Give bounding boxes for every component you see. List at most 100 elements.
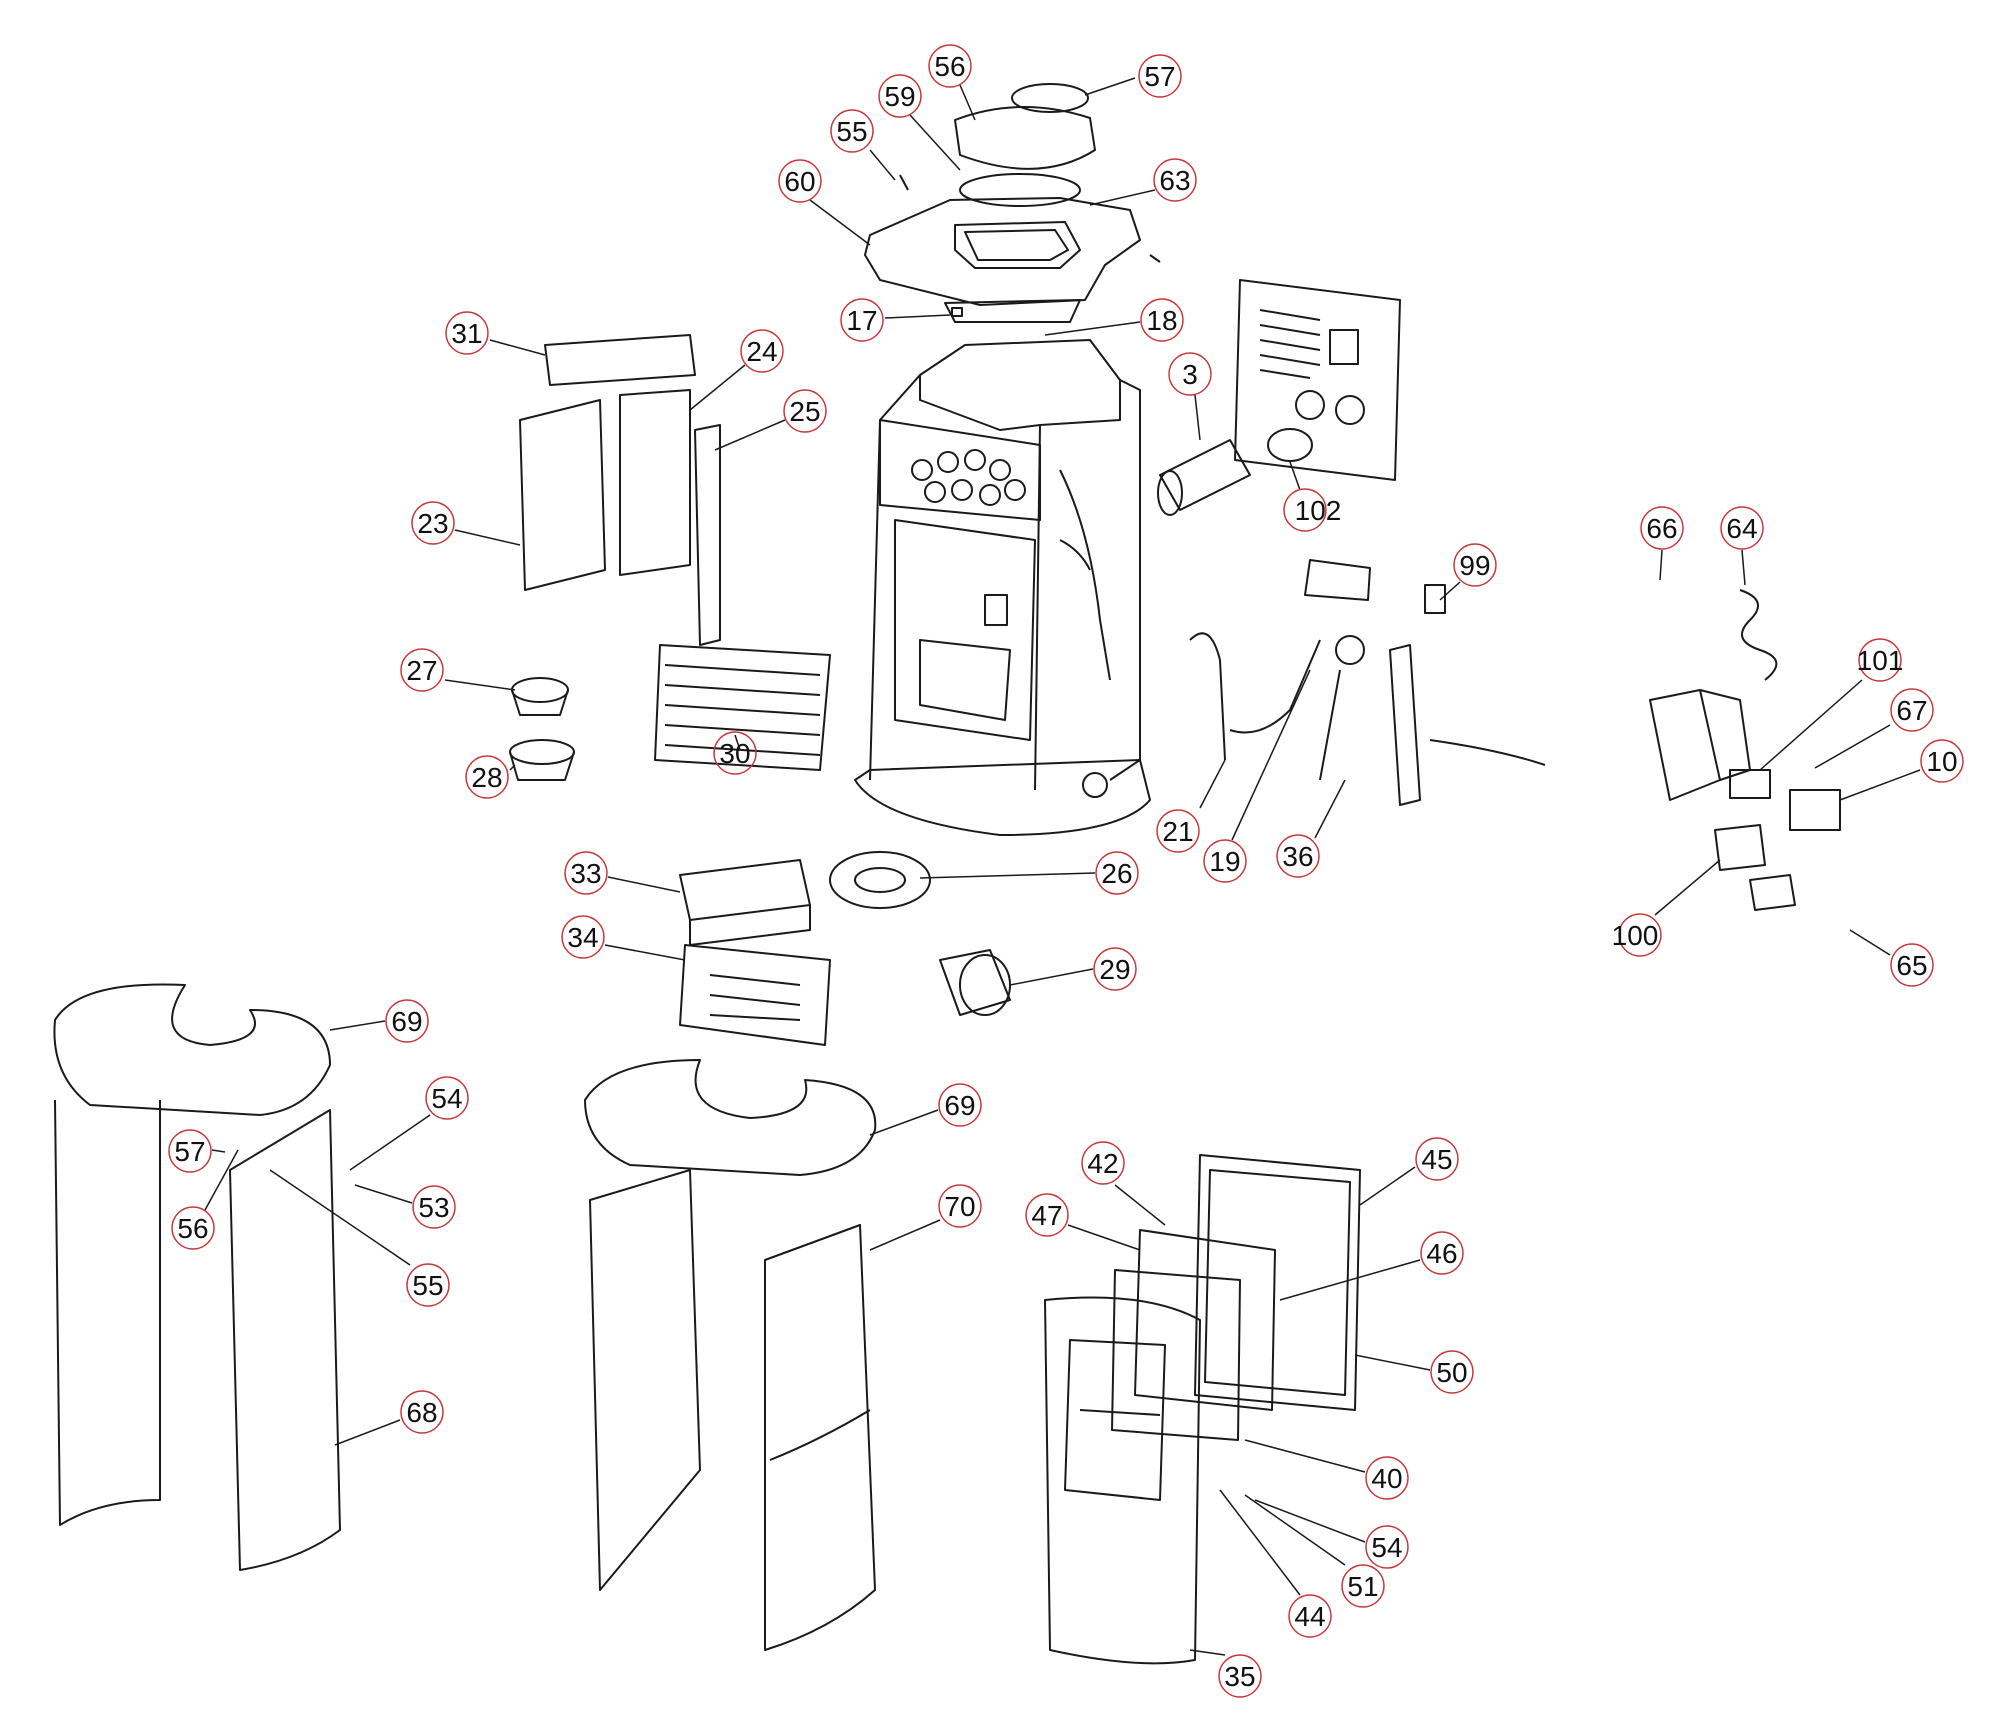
callout-3: 3 <box>1168 352 1212 441</box>
callout-19: 19 <box>1203 669 1311 883</box>
callout-26: 26 <box>919 851 1139 895</box>
callout-46: 46 <box>1279 1231 1464 1301</box>
svg-text:63: 63 <box>1159 165 1190 196</box>
callout-24: 24 <box>689 329 784 411</box>
callout-102: 102 <box>1283 461 1341 532</box>
top-cover-assembly <box>864 83 1161 323</box>
svg-text:19: 19 <box>1209 846 1240 877</box>
callout-44: 44 <box>1219 1489 1332 1638</box>
svg-text:29: 29 <box>1099 954 1130 985</box>
svg-text:55: 55 <box>412 1270 443 1301</box>
burn-pot <box>509 677 575 781</box>
callout-53: 53 <box>354 1184 456 1229</box>
svg-text:56: 56 <box>177 1213 208 1244</box>
svg-text:30: 30 <box>719 738 750 769</box>
callout-56: 56 <box>928 44 976 121</box>
callout-51: 51 <box>1244 1494 1385 1608</box>
svg-text:17: 17 <box>846 305 877 336</box>
callout-25: 25 <box>714 389 827 451</box>
callout-50: 50 <box>1354 1350 1474 1394</box>
callout-63: 63 <box>1089 158 1197 206</box>
callout-59: 59 <box>878 74 961 171</box>
callout-65: 65 <box>1849 929 1934 987</box>
callout-45: 45 <box>1359 1137 1459 1206</box>
callout-101: 101 <box>1759 638 1903 771</box>
svg-text:99: 99 <box>1459 550 1490 581</box>
callout-55: 55 <box>830 109 896 181</box>
callout-35: 35 <box>1189 1649 1262 1698</box>
callout-18: 18 <box>1044 298 1184 342</box>
flue-and-rear-panel <box>1157 279 1401 516</box>
svg-text:68: 68 <box>406 1397 437 1428</box>
callout-64: 64 <box>1720 506 1764 586</box>
svg-text:36: 36 <box>1282 841 1313 872</box>
svg-text:3: 3 <box>1182 359 1198 390</box>
svg-text:57: 57 <box>174 1136 205 1167</box>
callout-100: 100 <box>1612 859 1721 957</box>
svg-text:50: 50 <box>1436 1357 1467 1388</box>
svg-text:59: 59 <box>884 81 915 112</box>
svg-text:28: 28 <box>471 762 502 793</box>
callout-68: 68 <box>334 1390 444 1446</box>
callout-47: 47 <box>1025 1193 1141 1251</box>
svg-text:25: 25 <box>789 396 820 427</box>
callout-55: 55 <box>269 1169 450 1307</box>
callout-69: 69 <box>869 1083 982 1136</box>
callout-56: 56 <box>171 1149 239 1250</box>
callout-30: 30 <box>713 731 757 775</box>
svg-text:51: 51 <box>1347 1571 1378 1602</box>
svg-text:46: 46 <box>1426 1238 1457 1269</box>
svg-text:60: 60 <box>784 166 815 197</box>
svg-text:66: 66 <box>1646 513 1677 544</box>
svg-text:57: 57 <box>1144 61 1175 92</box>
svg-text:33: 33 <box>570 858 601 889</box>
svg-text:18: 18 <box>1146 305 1177 336</box>
callout-31: 31 <box>445 311 546 356</box>
callout-33: 33 <box>564 851 681 895</box>
left-side-cladding <box>53 983 341 1571</box>
svg-text:34: 34 <box>567 922 598 953</box>
svg-text:56: 56 <box>934 51 965 82</box>
svg-text:69: 69 <box>944 1090 975 1121</box>
callout-70: 70 <box>869 1184 982 1251</box>
parts-drawing <box>53 83 1841 1665</box>
callout-27: 27 <box>400 648 516 692</box>
svg-text:47: 47 <box>1031 1200 1062 1231</box>
svg-text:54: 54 <box>1371 1532 1402 1563</box>
callout-66: 66 <box>1640 506 1684 581</box>
callout-34: 34 <box>561 915 686 961</box>
middle-side-cladding <box>584 1059 877 1651</box>
callout-67: 67 <box>1814 688 1934 769</box>
svg-text:54: 54 <box>431 1083 462 1114</box>
callout-10: 10 <box>1839 739 1964 801</box>
svg-text:45: 45 <box>1421 1144 1452 1175</box>
callout-36: 36 <box>1276 779 1346 878</box>
svg-text:35: 35 <box>1224 1661 1255 1692</box>
callouts-layer: 56 57 59 55 60 63 17 <box>168 44 1964 1698</box>
svg-text:69: 69 <box>391 1006 422 1037</box>
callout-23: 23 <box>411 501 521 546</box>
callout-40: 40 <box>1244 1439 1409 1500</box>
svg-text:40: 40 <box>1371 1463 1402 1494</box>
callout-42: 42 <box>1081 1141 1166 1226</box>
callout-54: 54 <box>349 1076 469 1171</box>
callout-69: 69 <box>329 999 429 1043</box>
svg-text:70: 70 <box>944 1191 975 1222</box>
callout-57: 57 <box>1084 54 1182 98</box>
callout-57: 57 <box>168 1129 226 1173</box>
svg-text:26: 26 <box>1101 858 1132 889</box>
svg-text:44: 44 <box>1294 1601 1325 1632</box>
svg-text:55: 55 <box>836 116 867 147</box>
svg-text:24: 24 <box>746 336 777 367</box>
svg-text:31: 31 <box>451 318 482 349</box>
electronics <box>1189 559 1546 806</box>
main-body-frame <box>854 339 1151 836</box>
svg-text:67: 67 <box>1896 695 1927 726</box>
svg-text:42: 42 <box>1087 1148 1118 1179</box>
callout-54: 54 <box>1254 1499 1409 1569</box>
svg-text:27: 27 <box>406 655 437 686</box>
firebox-liner-panels <box>519 334 831 771</box>
callout-60: 60 <box>778 159 871 246</box>
door-assembly <box>1044 1154 1361 1665</box>
svg-text:21: 21 <box>1162 816 1193 847</box>
